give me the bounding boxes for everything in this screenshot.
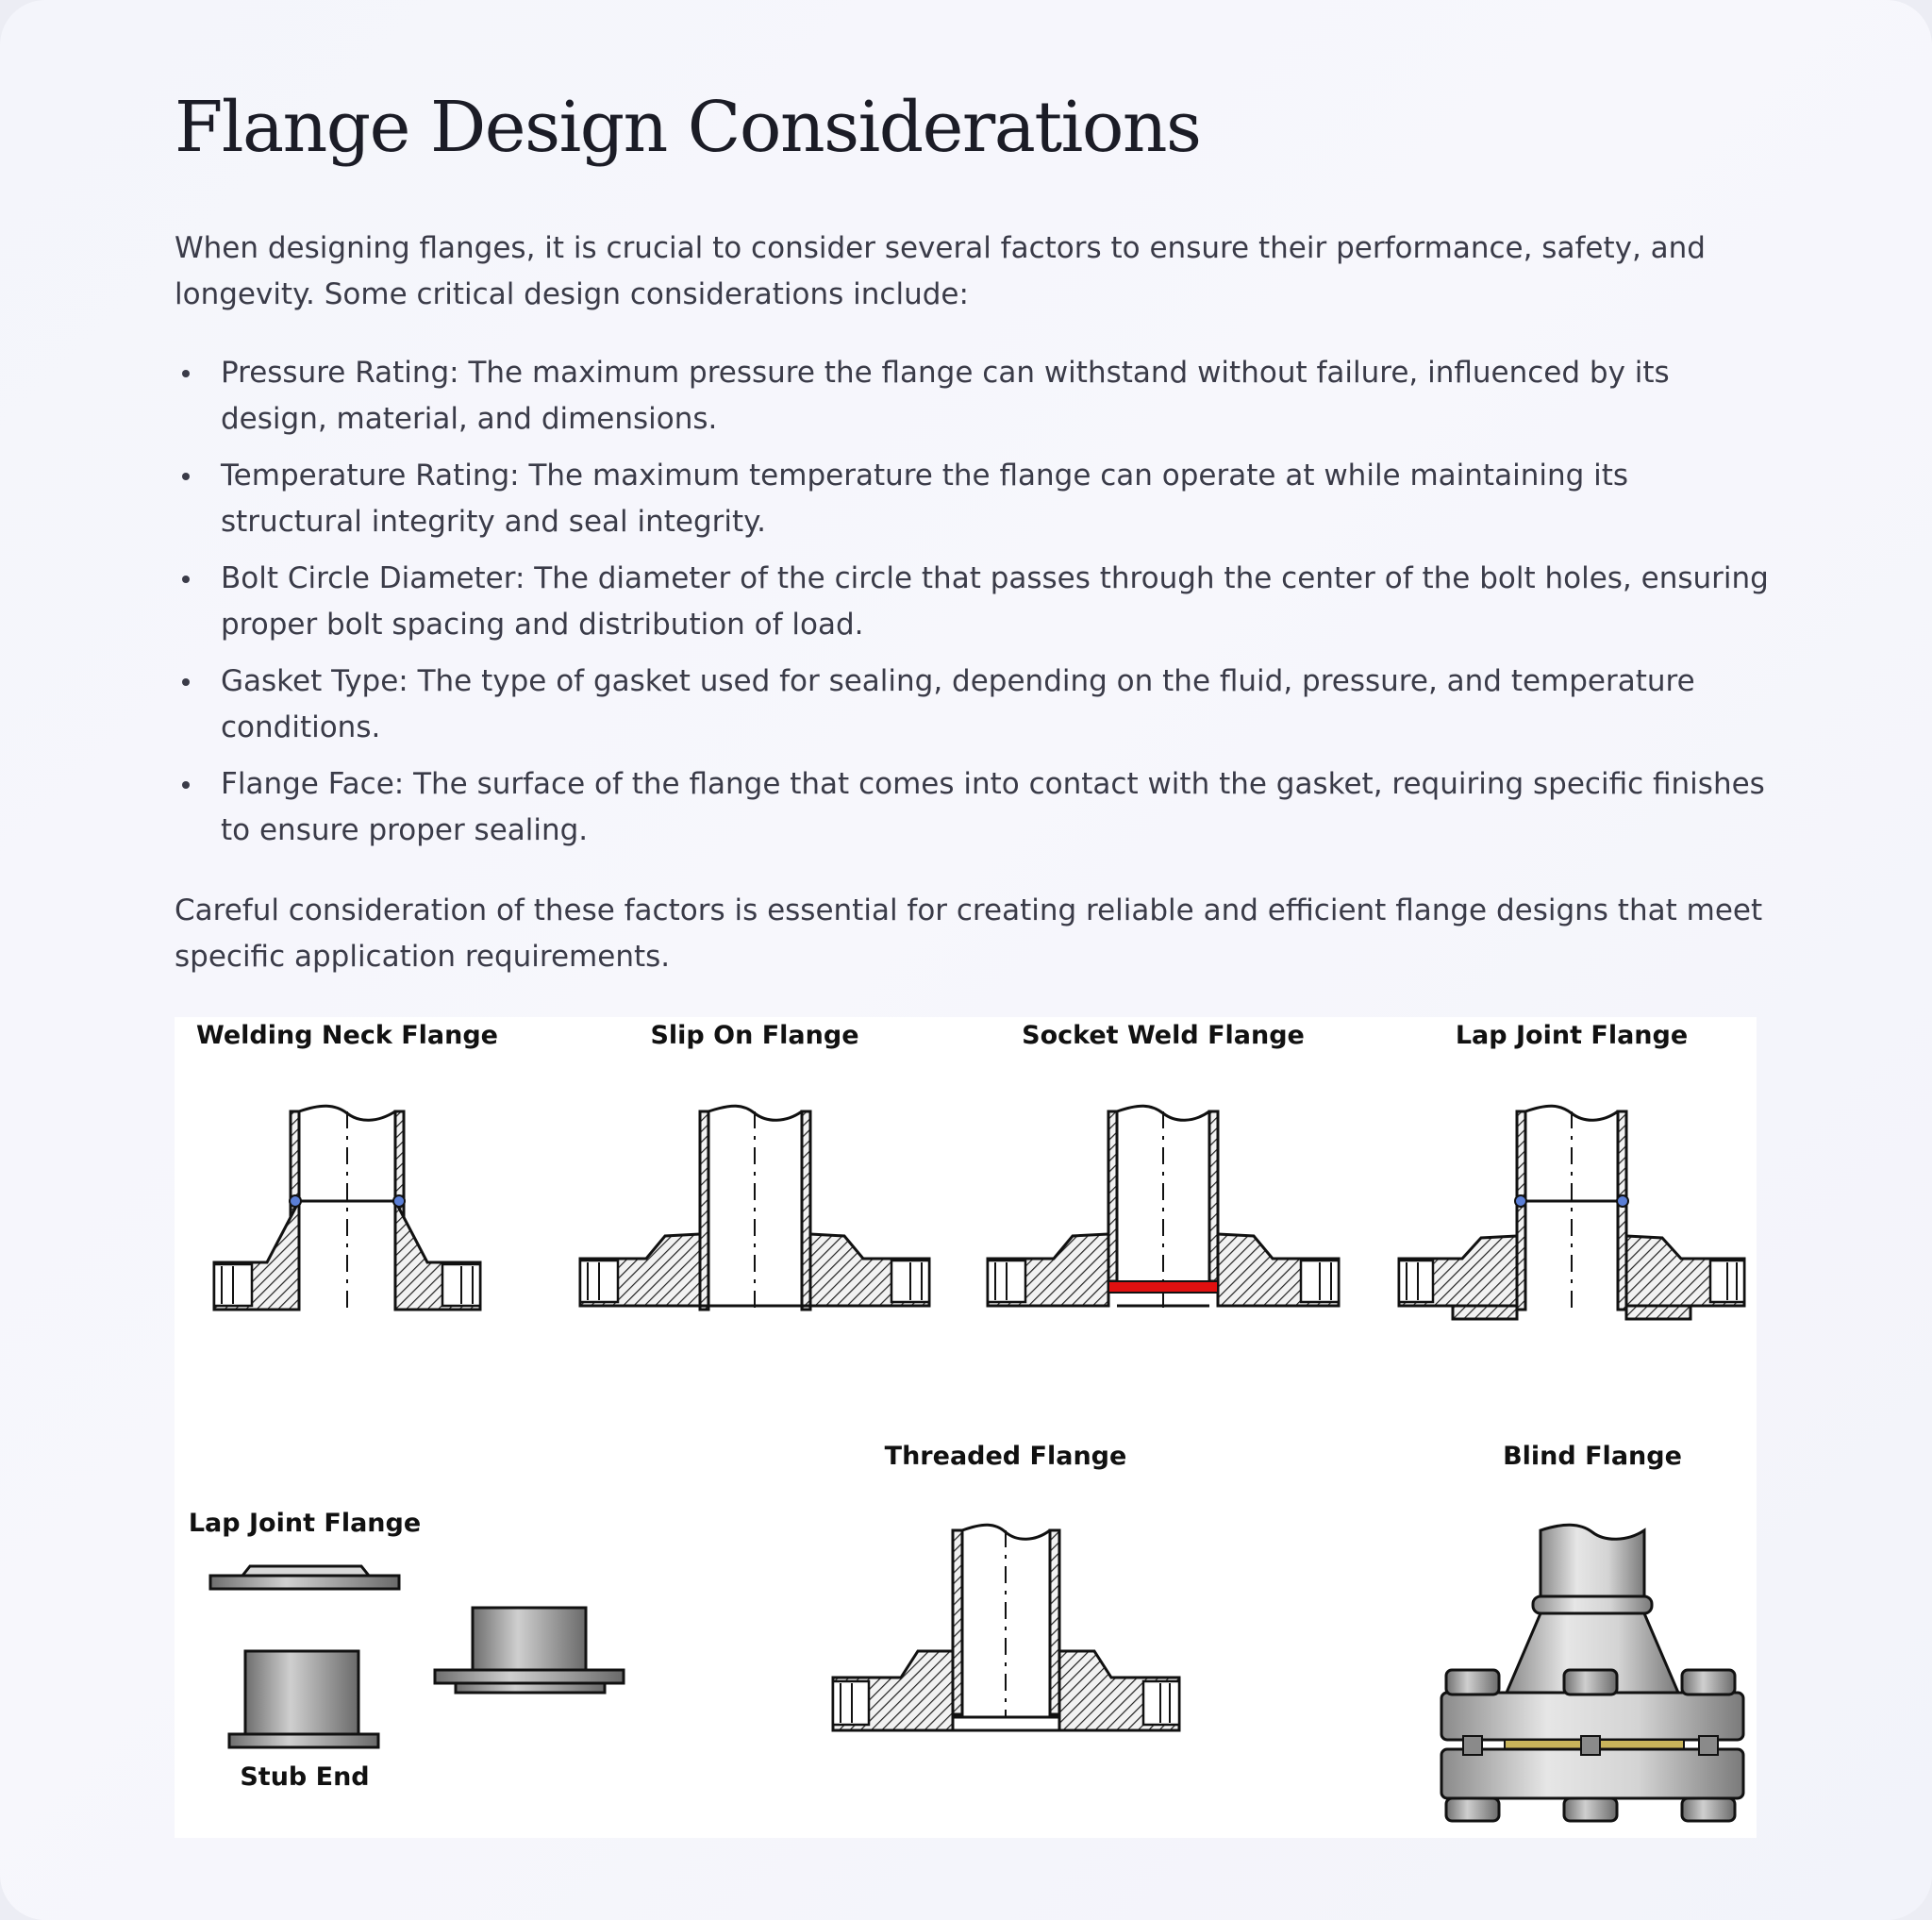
slip-on-flange-drawing [578, 1104, 931, 1311]
list-item: Temperature Rating: The maximum temperat… [175, 453, 1778, 545]
bullet-dot [182, 473, 190, 480]
label-socket-weld: Socket Weld Flange [1022, 1021, 1305, 1050]
label-stub-end: Stub End [240, 1762, 369, 1792]
list-item-text: Flange Face: The surface of the flange t… [221, 767, 1765, 847]
bullet-dot [182, 370, 190, 377]
socket-weld-flange-drawing [986, 1104, 1341, 1310]
considerations-list: Pressure Rating: The maximum pressure th… [175, 350, 1778, 864]
list-item-text: Pressure Rating: The maximum pressure th… [221, 356, 1670, 436]
list-item-text: Gasket Type: The type of gasket used for… [221, 664, 1695, 744]
intro-paragraph: When designing flanges, it is crucial to… [175, 231, 1706, 311]
bullet-dot [182, 576, 190, 583]
lap-joint-flange-drawing [1397, 1104, 1746, 1321]
label-lap-joint-bottom: Lap Joint Flange [189, 1509, 421, 1538]
label-threaded: Threaded Flange [885, 1442, 1127, 1471]
list-item: Flange Face: The surface of the flange t… [175, 761, 1778, 854]
lap-joint-stub-end-drawing [208, 1564, 625, 1749]
list-item-text: Bolt Circle Diameter: The diameter of th… [221, 561, 1769, 642]
bullet-dot [182, 781, 190, 789]
label-lap-joint-top: Lap Joint Flange [1456, 1021, 1688, 1050]
bullet-dot [182, 678, 190, 686]
label-slip-on: Slip On Flange [650, 1021, 858, 1050]
list-item-text: Temperature Rating: The maximum temperat… [221, 459, 1629, 539]
label-blind: Blind Flange [1503, 1442, 1682, 1471]
page-title: Flange Design Considerations [175, 87, 1202, 168]
flange-types-diagram: Welding Neck Flange Slip On Flange Socke… [189, 1021, 1746, 1823]
list-item: Gasket Type: The type of gasket used for… [175, 659, 1778, 751]
list-item: Pressure Rating: The maximum pressure th… [175, 350, 1778, 442]
list-item: Bolt Circle Diameter: The diameter of th… [175, 556, 1778, 648]
label-welding-neck: Welding Neck Flange [196, 1021, 498, 1050]
blind-flange-drawing [1440, 1523, 1745, 1823]
flange-types-figure: Welding Neck Flange Slip On Flange Socke… [175, 1017, 1757, 1838]
welding-neck-flange-drawing [212, 1104, 482, 1311]
conclusion-paragraph: Careful consideration of these factors i… [175, 893, 1763, 974]
threaded-flange-drawing [831, 1523, 1181, 1732]
